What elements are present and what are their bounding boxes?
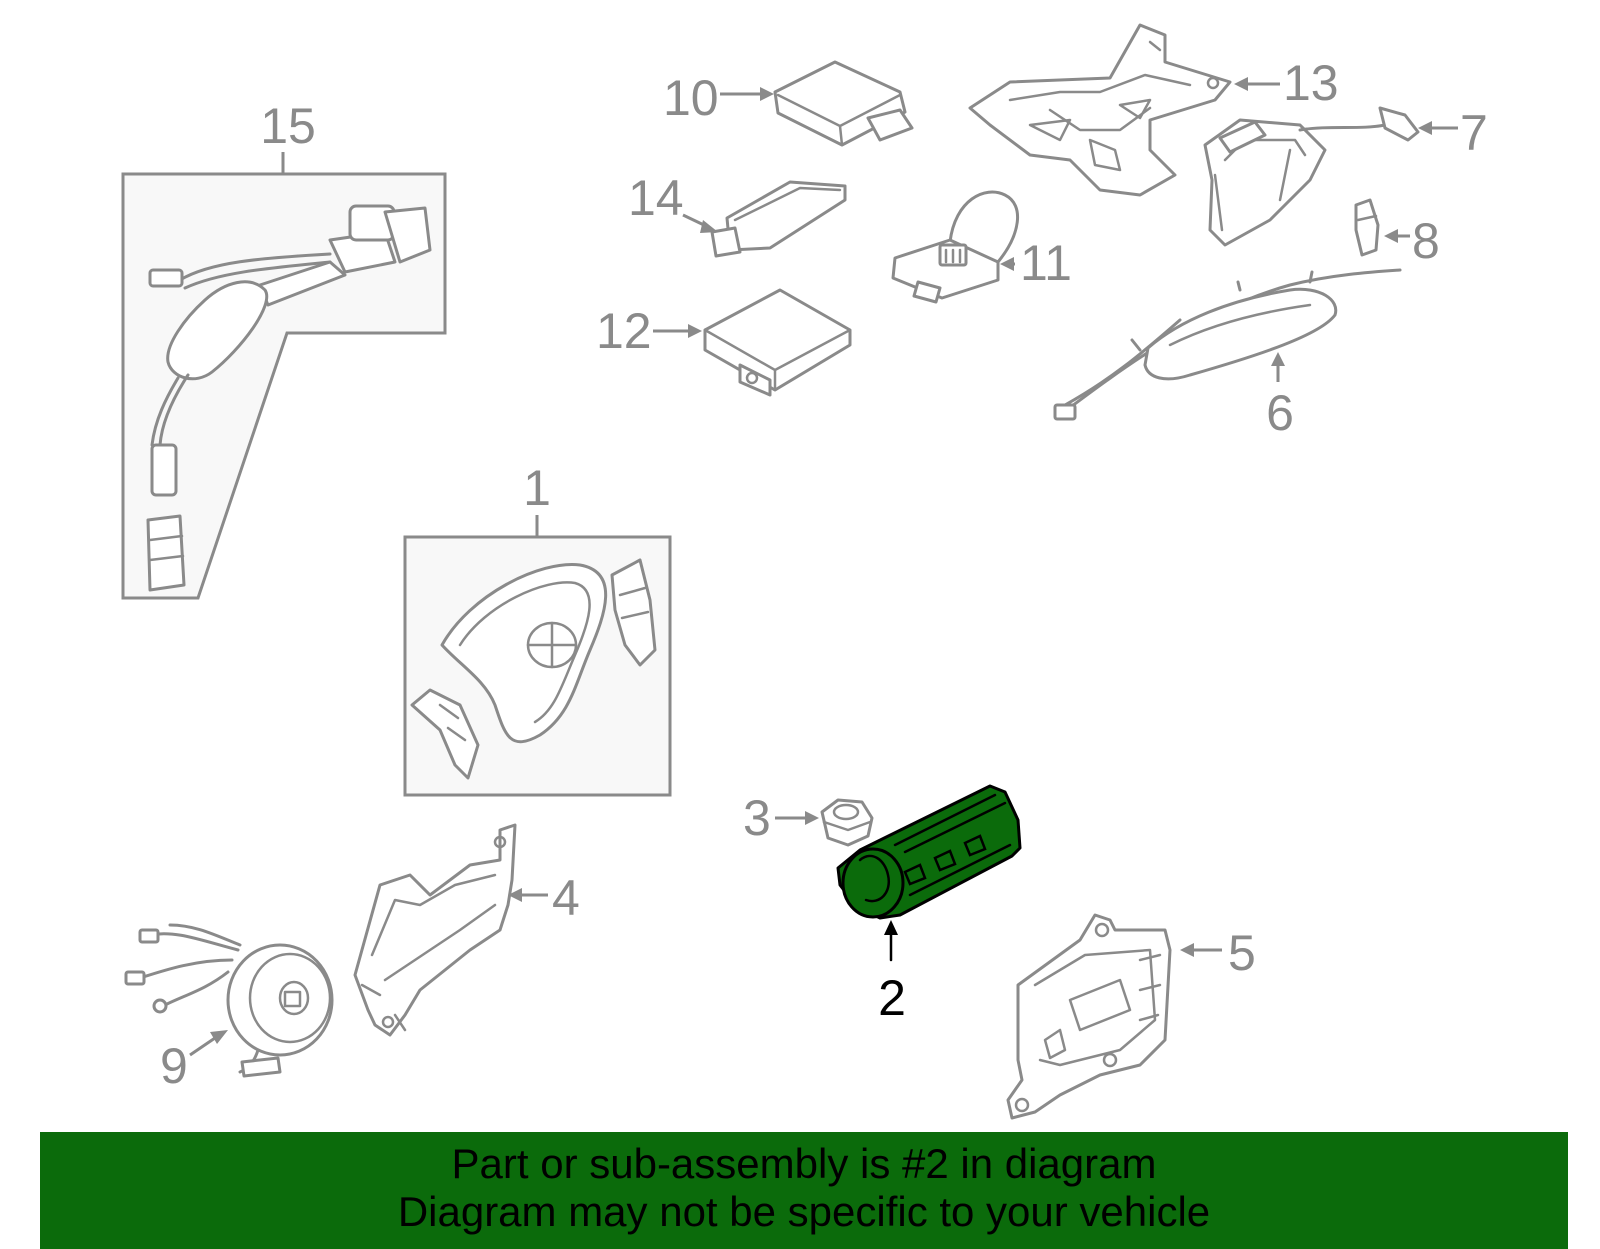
info-banner: Part or sub-assembly is #2 in diagram Di…: [40, 1132, 1568, 1249]
callout-3: 3: [743, 790, 771, 846]
part-2-endcap: [841, 847, 905, 919]
callout-5: 5: [1228, 925, 1256, 981]
callout-14: 14: [628, 170, 684, 226]
part-6-group: 6: [1053, 268, 1402, 441]
callout-11: 11: [1020, 235, 1072, 291]
part-1-group: 1: [403, 460, 672, 797]
part-4-group: 4: [353, 823, 580, 1037]
part-1-switch-right: [610, 558, 657, 667]
callout-13: 13: [1283, 55, 1339, 111]
part-1-airbag-cover: [440, 563, 608, 744]
part-5-group: 5: [1006, 913, 1256, 1120]
part-15-group: 15: [121, 98, 447, 600]
part-2-group: 2: [836, 784, 1022, 1026]
part-3-group: 3: [743, 790, 874, 847]
part-5-housing: [1006, 913, 1172, 1120]
callout-7: 7: [1460, 105, 1488, 161]
banner-line-2: Diagram may not be specific to your vehi…: [397, 1188, 1211, 1235]
callout-15: 15: [260, 98, 316, 154]
part-7-group: 7: [1203, 105, 1488, 247]
part-13-bracket: [968, 23, 1232, 197]
banner-line-1: Part or sub-assembly is #2 in diagram: [451, 1140, 1157, 1187]
part-3-nut: [820, 798, 874, 847]
callout-1: 1: [523, 460, 551, 516]
part-14-group: 14: [628, 170, 847, 258]
part-13-group: 13: [968, 23, 1339, 197]
part-6-airbag: [1143, 287, 1338, 381]
part-15-harness: [146, 204, 432, 592]
callout-8: 8: [1412, 213, 1440, 269]
part-8-group: 8: [1354, 198, 1440, 269]
callout-9: 9: [160, 1038, 188, 1094]
part-11-group: 11: [891, 190, 1072, 304]
part-4-airbag: [353, 823, 517, 1037]
callout-6: 6: [1266, 385, 1294, 441]
callout-10: 10: [663, 70, 719, 126]
part-1-switch-left: [410, 688, 480, 780]
part-12-unit: [703, 288, 852, 392]
part-10-group: 10: [663, 60, 914, 147]
callout-4: 4: [552, 870, 580, 926]
part-12-group: 12: [596, 288, 852, 397]
callout-2: 2: [878, 970, 906, 1026]
part-8-fastener: [1354, 198, 1380, 257]
part-9-group: 9: [124, 923, 334, 1094]
callout-12: 12: [596, 303, 652, 359]
